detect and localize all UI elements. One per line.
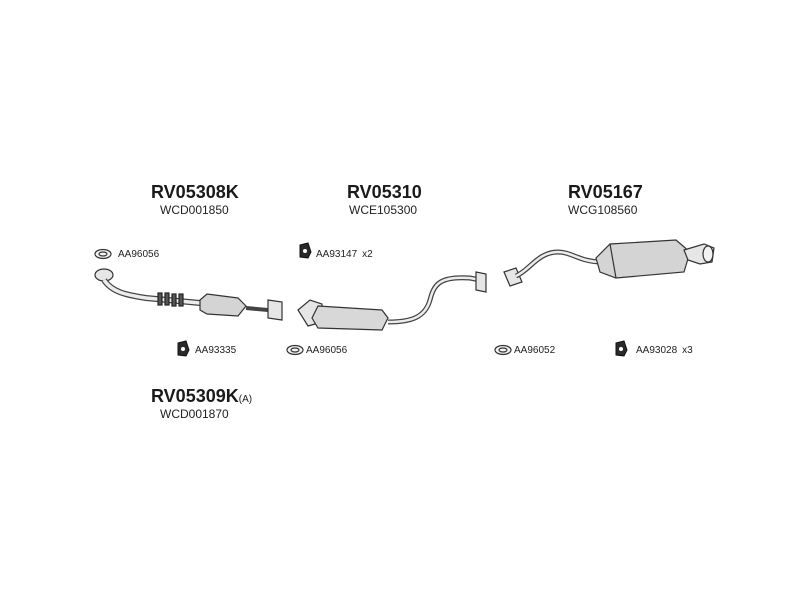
front-rear-flange xyxy=(267,299,283,321)
mount-front-label: AA93335 xyxy=(195,345,237,356)
flex-ridge-3 xyxy=(171,293,177,307)
rear-silencer-part-number: RV05167 xyxy=(568,182,643,202)
rear-silencer-ref: WCG108560 xyxy=(568,203,638,217)
catalytic-converter xyxy=(199,293,247,317)
mount-rear-code: AA93028 xyxy=(636,345,678,356)
flex-ridge-1 xyxy=(157,292,163,306)
flex-joint xyxy=(157,292,184,307)
mount-rear-icon xyxy=(615,340,628,357)
gasket-middle-icon xyxy=(286,344,304,356)
mount-front-icon xyxy=(177,340,190,357)
mount-rear-label: AA93028 x3 xyxy=(636,345,693,356)
mount-middle-qty: x2 xyxy=(362,249,373,260)
gasket-front-label: AA96056 xyxy=(118,249,160,260)
front-pipe-alt-part-number: RV05309K(A) xyxy=(151,386,252,407)
rear-silencer-drawing xyxy=(503,239,715,287)
front-pipe-flange xyxy=(94,268,114,282)
gasket-rear-label: AA96052 xyxy=(514,345,556,356)
front-pipe-alt-suffix: (A) xyxy=(238,394,253,405)
tailpipe-tip xyxy=(702,245,714,263)
gasket-rear-icon xyxy=(494,344,512,356)
rear-silencer-seam xyxy=(609,243,617,279)
middle-pipe-ref: WCE105300 xyxy=(349,203,418,217)
cat-outlet-pipe xyxy=(245,306,269,312)
rear-silencer-box xyxy=(595,239,691,279)
gasket-middle-label: AA96056 xyxy=(306,345,348,356)
middle-pipe-tube xyxy=(387,276,481,324)
front-pipe-ref: WCD001850 xyxy=(160,203,229,217)
mount-rear-qty: x3 xyxy=(682,345,693,356)
front-pipe-drawing xyxy=(94,268,283,321)
gasket-front-icon xyxy=(94,248,112,260)
flex-ridge-4 xyxy=(178,293,184,307)
middle-pipe-drawing xyxy=(297,271,487,331)
mount-middle-icon xyxy=(299,242,312,259)
flex-ridge-2 xyxy=(164,292,170,306)
front-pipe-tube xyxy=(102,278,201,305)
rear-inlet-pipe xyxy=(515,250,603,278)
middle-pipe-part-number: RV05310 xyxy=(347,182,422,202)
mount-middle-label: AA93147 x2 xyxy=(316,249,373,260)
rear-inlet-pipe-outline xyxy=(514,249,603,279)
middle-silencer xyxy=(311,305,389,331)
front-pipe-alt-number: RV05309K xyxy=(151,386,239,406)
middle-pipe-tube-outline xyxy=(387,275,481,325)
mount-middle-code: AA93147 xyxy=(316,249,358,260)
front-pipe-part-number: RV05308K xyxy=(151,182,239,202)
front-pipe-alt-ref: WCD001870 xyxy=(160,407,229,421)
middle-rear-flange xyxy=(475,271,487,293)
